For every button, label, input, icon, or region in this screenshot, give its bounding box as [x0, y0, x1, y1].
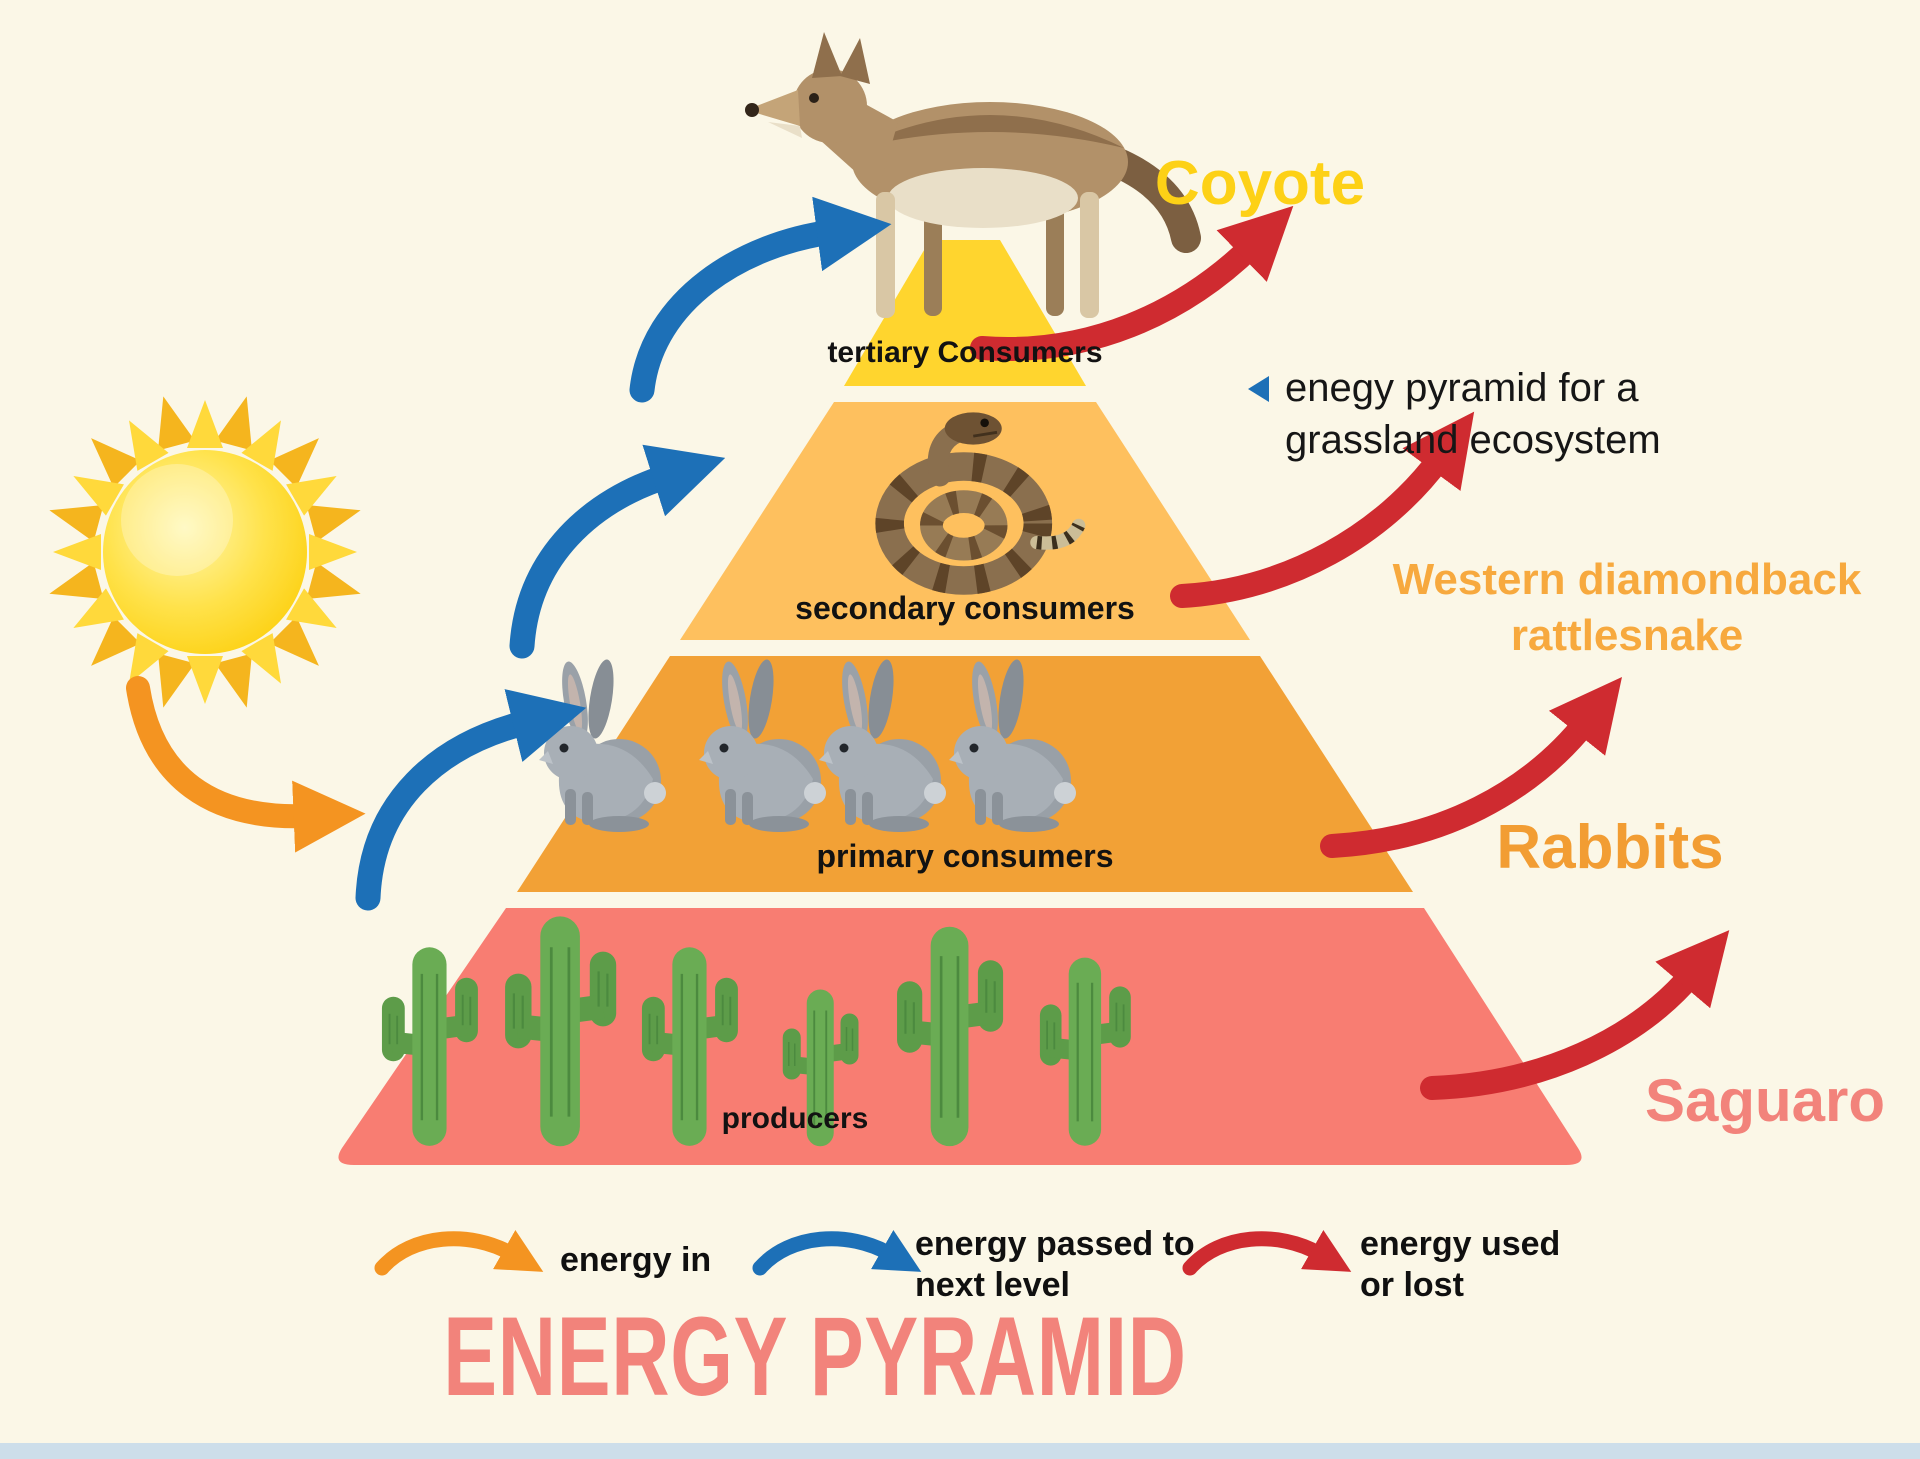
- energy-lost-arrow-1: [970, 205, 1294, 361]
- legend-energy-in-arrow: [374, 1229, 544, 1276]
- annotation-rattlesnake-line2: rattlesnake: [1510, 611, 1744, 661]
- legend-label-energy-passed: energy passed to next level: [915, 1224, 1195, 1307]
- energy-lost-arrow-4: [1420, 930, 1730, 1100]
- legend-energy-lost-line1: energy used: [1360, 1225, 1561, 1263]
- energy-up-arrow-2: [509, 444, 726, 659]
- annotation-description: enegy pyramid for a grassland ecosystem: [1248, 362, 1661, 466]
- annotation-rattlesnake-line1: Western diamondback: [1392, 555, 1862, 604]
- legend-label-energy-in: energy in: [560, 1241, 712, 1279]
- sun-icon: [44, 391, 366, 713]
- annotation-description-line2: grassland ecosystem: [1285, 418, 1661, 462]
- annotation-rattlesnake: Western diamondback rattlesnake: [1392, 552, 1862, 665]
- annotation-description-text: enegy pyramid for a grassland ecosystem: [1285, 362, 1661, 466]
- annotation-coyote: Coyote: [1154, 149, 1366, 218]
- legend-energy-passed-arrow: [752, 1229, 922, 1276]
- energy-in-arrow: [126, 676, 366, 853]
- energy-up-arrow-1: [355, 689, 587, 911]
- level-label-secondary: secondary consumers: [795, 590, 1135, 626]
- energy-lost-arrow-3: [1320, 677, 1623, 858]
- legend-energy-lost-line2: or lost: [1360, 1266, 1464, 1305]
- energy-lost-arrow-2: [1170, 411, 1475, 608]
- left-triangle-icon: [1248, 376, 1269, 402]
- annotation-description-line1: enegy pyramid for a: [1285, 366, 1639, 410]
- legend-label-energy-lost: energy used or lost: [1360, 1224, 1560, 1307]
- annotation-saguaro: Saguaro: [1644, 1067, 1886, 1134]
- level-label-tertiary: tertiary Consumers: [827, 336, 1103, 369]
- legend-energy-passed-line2: next level: [915, 1266, 1070, 1305]
- page-title: ENERGY PYRAMID: [443, 1294, 1187, 1419]
- legend-energy-lost-arrow: [1182, 1229, 1352, 1276]
- bottom-edge-strip: [0, 1443, 1920, 1459]
- pyramid-level-secondary: [680, 402, 1250, 640]
- annotation-rabbits: Rabbits: [1496, 813, 1724, 882]
- level-label-primary: primary consumers: [816, 838, 1114, 874]
- level-label-producers: producers: [721, 1102, 869, 1135]
- legend-energy-passed-line1: energy passed to: [915, 1225, 1195, 1263]
- coyote-illustration: [745, 32, 1201, 318]
- rattlesnake-illustration: [875, 412, 1086, 595]
- energy-up-arrow-3: [629, 196, 892, 403]
